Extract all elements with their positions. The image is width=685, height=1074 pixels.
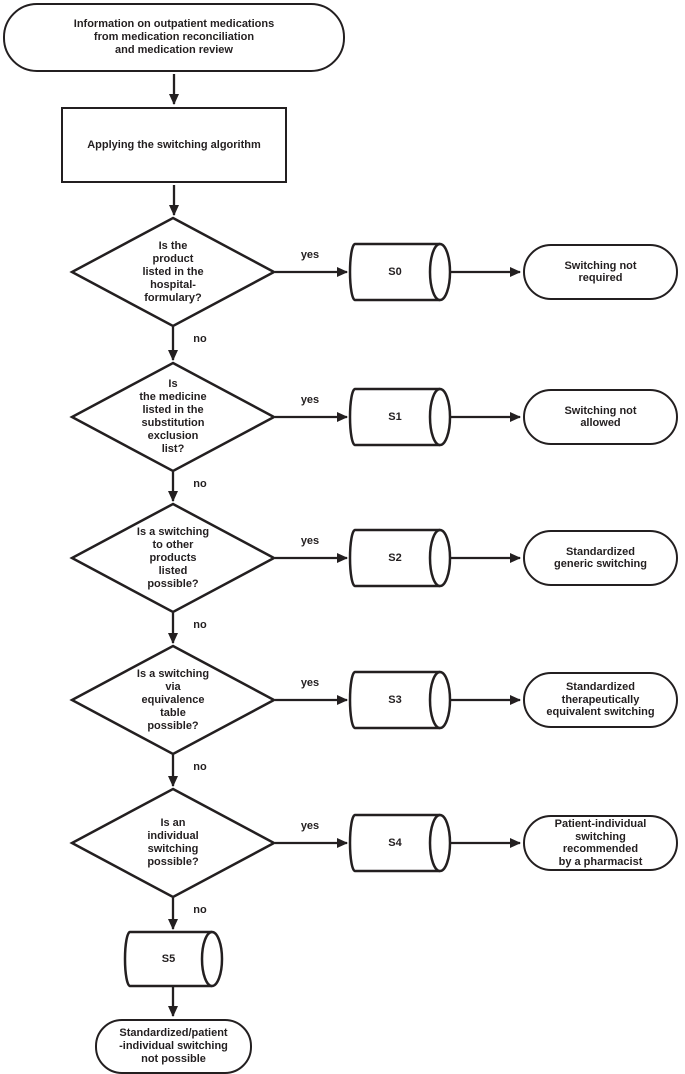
step-cylinder-s4-cap [428,813,452,873]
step-cylinder-s4 [348,813,440,873]
step-cylinder-s2 [348,528,440,588]
outcome-terminator-2: Switching not allowed [523,389,678,445]
decision-diamond-2 [69,361,277,473]
step-cylinder-s3-cap [428,670,452,730]
decision-diamond-3 [69,502,277,614]
decision-diamond-1 [69,216,277,328]
step-cylinder-s5 [123,930,212,988]
final-terminator: Standardized/patient -individual switchi… [95,1019,252,1074]
step-cylinder-s0-cap [428,242,452,302]
decision-diamond-4 [69,644,277,756]
step-cylinder-s0 [348,242,440,302]
step-cylinder-s1 [348,387,440,447]
decision-diamond-5 [69,787,277,899]
start-terminator: Information on outpatient medications fr… [3,3,345,72]
outcome-terminator-1: Switching not required [523,244,678,300]
step-cylinder-s3 [348,670,440,730]
step-cylinder-s1-cap [428,387,452,447]
process-box: Applying the switching algorithm [61,107,287,183]
outcome-terminator-4: Standardized therapeutically equivalent … [523,672,678,728]
step-cylinder-s5-cap [200,930,224,988]
step-cylinder-s2-cap [428,528,452,588]
outcome-terminator-3: Standardized generic switching [523,530,678,586]
outcome-terminator-5: Patient-individual switching recommended… [523,815,678,871]
